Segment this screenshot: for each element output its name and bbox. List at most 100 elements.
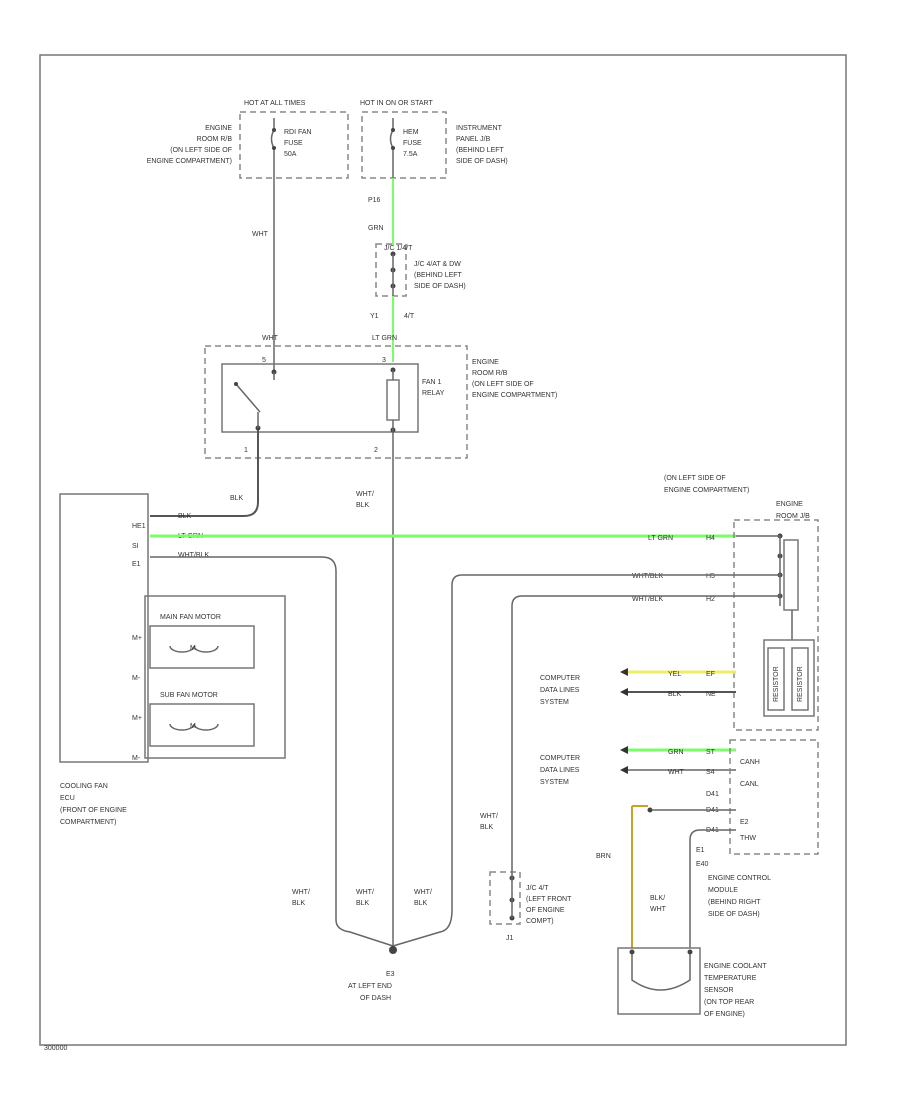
hem-fuse-element [389, 129, 394, 149]
ecm-pin-thw: THW [740, 835, 756, 842]
svg-text:WHT: WHT [650, 906, 667, 913]
svg-text:(ON LEFT SIDE OF: (ON LEFT SIDE OF [472, 381, 534, 388]
svg-text:7.5A: 7.5A [403, 151, 418, 158]
hot-label-right: HOT IN ON OR START [360, 100, 433, 107]
brn-label: BRN [596, 853, 611, 860]
relay-coil [386, 379, 400, 421]
wht-blk-bottom-right: WHT/ BLK [414, 889, 432, 907]
rdi-fan-fuse-label: RDI FAN FUSE 50A [284, 129, 312, 158]
p16-label: P16 [368, 197, 381, 204]
svg-text:ENGINE COMPARTMENT): ENGINE COMPARTMENT) [147, 158, 232, 165]
main-fan-motor-label: MAIN FAN MOTOR [160, 614, 221, 621]
wht-blk-bottom-center: WHT/ BLK [356, 889, 374, 907]
wht-blk-wire-1 [392, 574, 736, 947]
right-pin-h2: H2 [706, 596, 715, 603]
svg-text:INSTRUMENT: INSTRUMENT [456, 125, 503, 132]
data-pin-s4: S4 [706, 769, 715, 776]
ecm-pin-e40: E40 [696, 861, 709, 868]
svg-text:BLK: BLK [414, 900, 428, 907]
jb-bus [736, 535, 781, 606]
svg-text:FAN 1: FAN 1 [422, 379, 442, 386]
jb-relay-coil [783, 539, 799, 611]
ecm-resistor-1 [767, 647, 785, 711]
data-arrow-1 [620, 668, 628, 696]
blk-label: BLK [230, 495, 244, 502]
svg-text:RELAY: RELAY [422, 390, 445, 397]
svg-text:SIDE OF DASH): SIDE OF DASH) [414, 283, 466, 290]
hem-fuse-terminal [391, 128, 395, 132]
ecu-pin-m-minus-2: M- [132, 755, 141, 762]
jc-pin-label: J/C 1/4/T [384, 245, 413, 252]
sub-fan-motor-m: M [190, 723, 196, 730]
svg-text:BLK: BLK [356, 900, 370, 907]
svg-text:ECU: ECU [60, 795, 75, 802]
svg-text:DATA LINES: DATA LINES [540, 687, 580, 694]
svg-text:COMPUTER: COMPUTER [540, 675, 580, 682]
j1-label: J1 [506, 935, 514, 942]
svg-text:AT LEFT END: AT LEFT END [348, 983, 392, 990]
svg-text:OF ENGINE: OF ENGINE [526, 907, 565, 914]
hem-fuse-terminal-2 [391, 146, 395, 150]
svg-text:COMPUTER: COMPUTER [540, 755, 580, 762]
svg-text:OF ENGINE): OF ENGINE) [704, 1011, 745, 1018]
wht-relay-label: WHT [262, 335, 279, 342]
instrument-panel-jb-label: INSTRUMENT PANEL J/B (BEHIND LEFT SIDE O… [456, 125, 508, 165]
data-arrow-2 [620, 746, 628, 774]
wht-label-top: WHT [252, 231, 269, 238]
svg-text:E3: E3 [386, 971, 395, 978]
svg-text:SIDE OF DASH): SIDE OF DASH) [456, 158, 508, 165]
engine-room-jb-box [733, 519, 819, 731]
svg-text:(LEFT FRONT: (LEFT FRONT [526, 896, 572, 903]
ecm-pin-e2: E2 [740, 819, 749, 826]
sensor-wire-dot [647, 807, 653, 813]
engine-room-rb-relay-box [204, 345, 468, 459]
computer-data-lines-label-2: COMPUTER DATA LINES SYSTEM [540, 755, 580, 786]
svg-text:RDI FAN: RDI FAN [284, 129, 312, 136]
main-fan-motor-box [149, 625, 255, 669]
instrument-panel-jb-fuse-box [361, 111, 447, 179]
grn-label: GRN [368, 225, 384, 232]
wht-blk-center-label: WHT/ BLK [356, 491, 374, 509]
svg-text:ENGINE: ENGINE [205, 125, 232, 132]
svg-text:WHT/: WHT/ [414, 889, 432, 896]
svg-text:ENGINE: ENGINE [472, 359, 499, 366]
svg-text:ENGINE COOLANT: ENGINE COOLANT [704, 963, 767, 970]
svg-text:DATA LINES: DATA LINES [540, 767, 580, 774]
ecu-pin-m-plus-2: M+ [132, 715, 142, 722]
svg-text:ROOM R/B: ROOM R/B [472, 370, 508, 377]
ecm-pin-canl: CANL [740, 781, 759, 788]
engine-room-rb-label: ENGINE ROOM R/B (ON LEFT SIDE OF ENGINE … [147, 125, 233, 165]
svg-text:(BEHIND RIGHT: (BEHIND RIGHT [708, 899, 761, 906]
y1-label: Y1 [370, 313, 379, 320]
ecu-wire-blk: BLK [178, 513, 192, 520]
svg-text:ROOM R/B: ROOM R/B [197, 136, 233, 143]
ecm-resistor-label-1: RESISTOR [773, 666, 780, 702]
svg-text:(ON TOP REAR: (ON TOP REAR [704, 999, 754, 1006]
svg-text:WHT/: WHT/ [356, 491, 374, 498]
sub-fan-motor-box [149, 703, 255, 747]
right-wire-wht-blk-1: WHT/BLK [632, 573, 663, 580]
svg-text:OF DASH: OF DASH [360, 995, 391, 1002]
sub-fan-motor-symbol [169, 723, 219, 731]
ground-point [389, 946, 397, 954]
svg-text:BLK: BLK [480, 824, 494, 831]
svg-text:J/C 4/AT & DW: J/C 4/AT & DW [414, 261, 461, 268]
engine-control-module-label: ENGINE CONTROL MODULE (BEHIND RIGHT SIDE… [708, 875, 771, 918]
lt-grn-label: LT GRN [372, 335, 397, 342]
svg-text:ROOM J/B: ROOM J/B [776, 513, 810, 520]
ecm-pin-e1: E1 [696, 847, 705, 854]
svg-text:ENGINE COMPARTMENT): ENGINE COMPARTMENT) [472, 392, 557, 399]
fan-relay-label: FAN 1 RELAY [422, 379, 445, 397]
relay-pin-1: 1 [244, 447, 248, 454]
relay-contact-pivot [234, 382, 238, 386]
svg-text:WHT/: WHT/ [292, 889, 310, 896]
ect-sensor-terminal-2 [687, 949, 693, 955]
svg-text:(BEHIND LEFT: (BEHIND LEFT [414, 272, 463, 279]
svg-text:TEMPERATURE: TEMPERATURE [704, 975, 757, 982]
svg-text:ENGINE CONTROL: ENGINE CONTROL [708, 875, 771, 882]
wht-blk-wire-2 [511, 595, 736, 870]
svg-text:BLK: BLK [356, 502, 370, 509]
data-wire-yel: YEL [668, 671, 681, 678]
svg-text:FUSE: FUSE [284, 140, 303, 147]
